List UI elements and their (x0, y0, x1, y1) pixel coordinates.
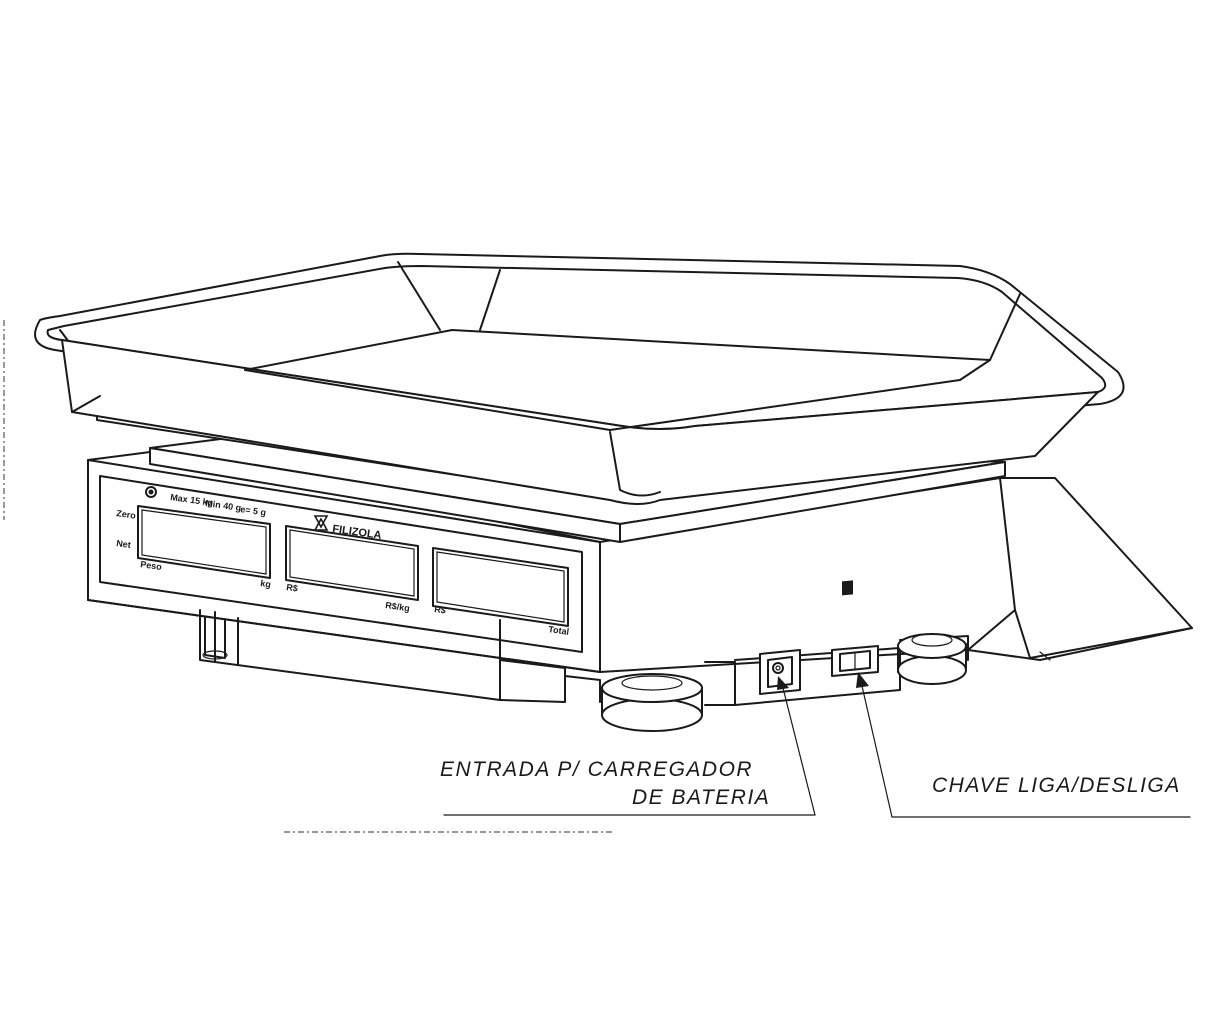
spec-e: e= 5 g (240, 504, 267, 517)
label-zero: Zero (116, 508, 137, 521)
label-price: R$ (286, 582, 299, 594)
display-panel (99, 475, 583, 653)
charger-callout: ENTRADA P/ CARREGADOR DE BATERIA (440, 676, 816, 816)
label-total-currency: R$ (434, 604, 447, 616)
switch-callout-label: CHAVE LIGA/DESLIGA (932, 774, 1181, 797)
charger-callout-line1: ENTRADA P/ CARREGADOR (440, 758, 753, 781)
page-edge-marks (3, 320, 612, 833)
charger-callout-line2: DE BATERIA (632, 786, 770, 809)
charger-port (759, 649, 801, 695)
label-weight: Peso (140, 559, 163, 572)
tray (34, 252, 1125, 505)
power-switch (831, 580, 879, 677)
left-rear-foot (202, 617, 228, 660)
label-total: Total (548, 624, 570, 637)
display-labels: Max 15 kg Min 40 g e= 5 g FILIZOLA Zero … (116, 492, 570, 637)
label-net: Net (116, 538, 132, 550)
unit-weight: kg (260, 578, 272, 589)
spec-min: Min 40 g (205, 498, 242, 513)
switch-callout: CHAVE LIGA/DESLIGA (856, 672, 1191, 818)
unit-price: R$/kg (385, 600, 411, 613)
rear-sloped-housing (967, 477, 1193, 661)
right-front-foot (897, 633, 967, 685)
left-front-foot (601, 673, 703, 732)
